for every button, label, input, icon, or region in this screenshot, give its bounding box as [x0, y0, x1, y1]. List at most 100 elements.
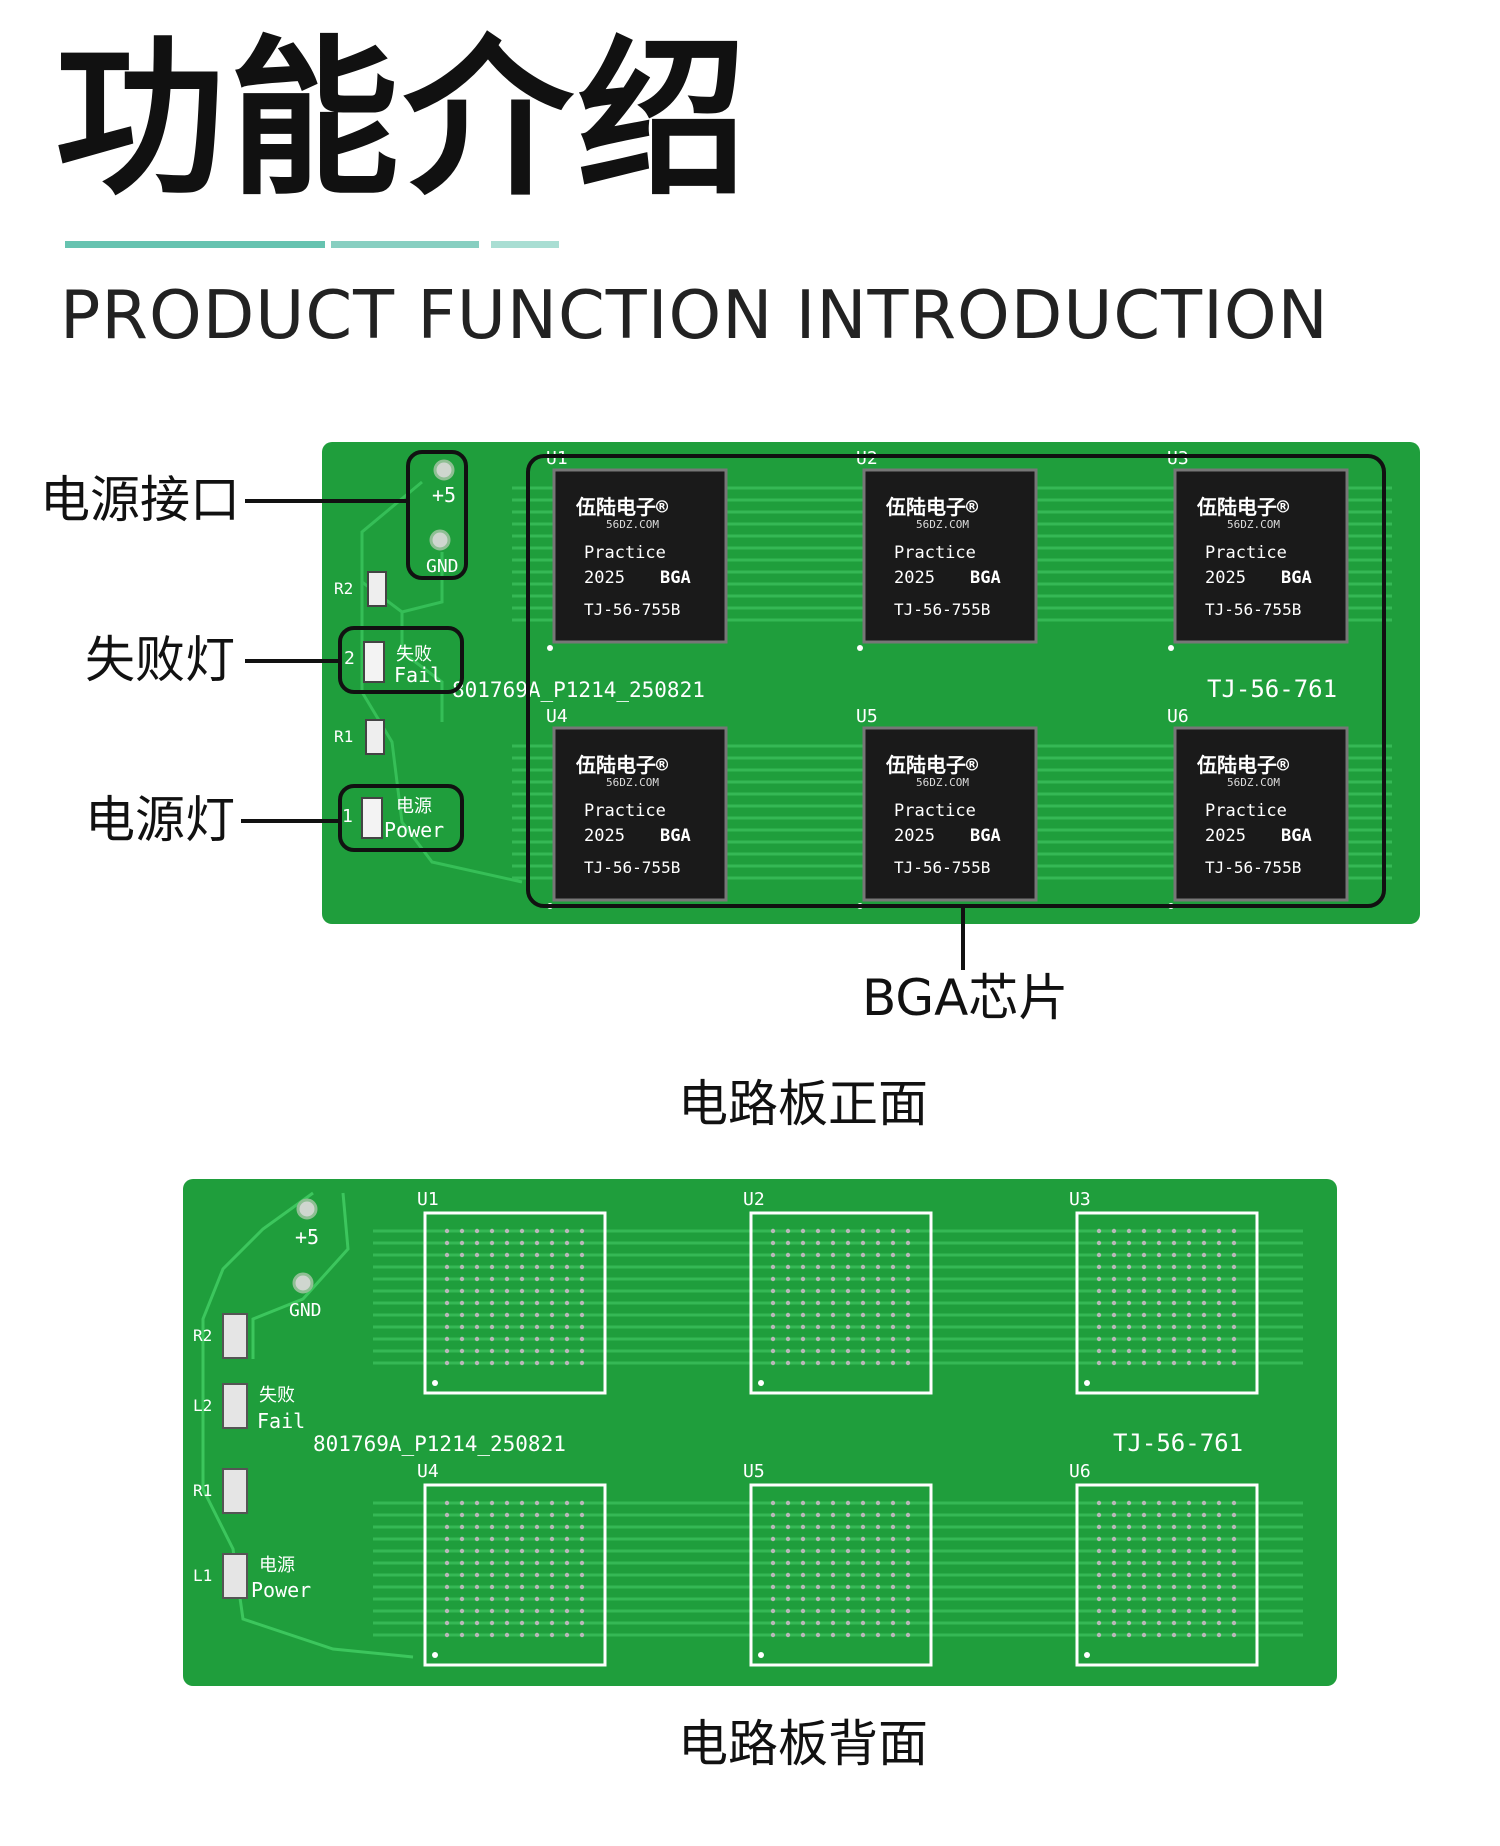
back-chip-ref-u2: U2	[743, 1189, 765, 1210]
back-pad	[1201, 1584, 1207, 1590]
back-pad	[1096, 1240, 1102, 1246]
plus-label: +5	[432, 483, 456, 507]
back-pad	[549, 1596, 555, 1602]
back-pad	[1141, 1548, 1147, 1554]
chip-year: 2025	[894, 826, 935, 846]
back-pad	[1141, 1240, 1147, 1246]
back-pad	[504, 1288, 510, 1294]
back-pad	[1186, 1584, 1192, 1590]
back-pad	[519, 1572, 525, 1578]
back-pad	[770, 1300, 776, 1306]
chip-type: BGA	[660, 568, 691, 588]
back-l2-label: L2	[193, 1396, 212, 1415]
chip-type: BGA	[660, 826, 691, 846]
back-pad	[1231, 1608, 1237, 1614]
back-pad	[785, 1300, 791, 1306]
back-pad	[1156, 1500, 1162, 1506]
back-pad	[1201, 1572, 1207, 1578]
back-pad	[785, 1572, 791, 1578]
back-pad	[875, 1312, 881, 1318]
back-pad	[1156, 1264, 1162, 1270]
back-pad	[830, 1228, 836, 1234]
back-pad	[1201, 1536, 1207, 1542]
back-pad	[905, 1336, 911, 1342]
back-pad	[830, 1572, 836, 1578]
back-pad	[770, 1312, 776, 1318]
back-pad	[474, 1584, 480, 1590]
back-pad	[875, 1548, 881, 1554]
back-pad	[800, 1252, 806, 1258]
back-pad	[1156, 1524, 1162, 1530]
pin1-dot	[1168, 645, 1174, 651]
back-pad	[1141, 1228, 1147, 1234]
back-pad	[1126, 1276, 1132, 1282]
back-pad	[1141, 1300, 1147, 1306]
back-pad	[770, 1288, 776, 1294]
back-pad	[830, 1632, 836, 1638]
back-pad	[860, 1324, 866, 1330]
chip-body	[552, 726, 728, 902]
back-pad	[579, 1632, 585, 1638]
back-pad	[489, 1548, 495, 1554]
back-pad	[519, 1608, 525, 1614]
back-pad	[1141, 1348, 1147, 1354]
back-pad	[800, 1512, 806, 1518]
back-pad	[890, 1500, 896, 1506]
back-pad	[579, 1608, 585, 1614]
back-pad	[1126, 1336, 1132, 1342]
back-plus-label: +5	[295, 1225, 319, 1249]
back-pad	[519, 1360, 525, 1366]
back-pad	[459, 1632, 465, 1638]
back-pad	[1156, 1324, 1162, 1330]
back-pad	[860, 1608, 866, 1614]
back-pad	[1111, 1240, 1117, 1246]
back-pad	[1216, 1300, 1222, 1306]
back-pad	[534, 1276, 540, 1282]
back-pad	[549, 1324, 555, 1330]
back-pad	[830, 1300, 836, 1306]
back-pad	[785, 1560, 791, 1566]
back-pad	[830, 1360, 836, 1366]
back-pad	[845, 1336, 851, 1342]
back-pad	[1186, 1348, 1192, 1354]
back-pad	[860, 1300, 866, 1306]
back-pad	[579, 1228, 585, 1234]
back-pad	[845, 1608, 851, 1614]
back-pad	[830, 1620, 836, 1626]
back-pad	[1171, 1620, 1177, 1626]
chip-year: 2025	[1205, 568, 1246, 588]
back-pad	[579, 1240, 585, 1246]
back-pad	[890, 1596, 896, 1602]
back-pad	[905, 1620, 911, 1626]
back-pad	[800, 1348, 806, 1354]
back-pad	[815, 1632, 821, 1638]
back-pad	[1201, 1620, 1207, 1626]
back-pad	[815, 1288, 821, 1294]
back-pad	[1111, 1300, 1117, 1306]
back-pad	[1171, 1632, 1177, 1638]
back-pad	[519, 1240, 525, 1246]
back-pad	[519, 1276, 525, 1282]
back-pad	[1201, 1500, 1207, 1506]
back-pad	[1171, 1500, 1177, 1506]
back-pad	[1201, 1632, 1207, 1638]
back-pad	[1171, 1360, 1177, 1366]
back-pad	[579, 1620, 585, 1626]
back-pad	[1186, 1264, 1192, 1270]
back-pad	[845, 1572, 851, 1578]
back-pad	[579, 1500, 585, 1506]
back-pad	[875, 1348, 881, 1354]
back-pad	[830, 1548, 836, 1554]
back-pad	[1111, 1512, 1117, 1518]
back-caption: 电路板背面	[678, 1715, 928, 1773]
back-pad	[564, 1548, 570, 1554]
back-pad	[474, 1608, 480, 1614]
back-pad	[504, 1536, 510, 1542]
back-pad	[860, 1240, 866, 1246]
back-pad	[444, 1500, 450, 1506]
back-pad	[830, 1536, 836, 1542]
back-pad	[1141, 1360, 1147, 1366]
back-pad	[579, 1324, 585, 1330]
back-pad	[845, 1348, 851, 1354]
back-pad	[1156, 1584, 1162, 1590]
